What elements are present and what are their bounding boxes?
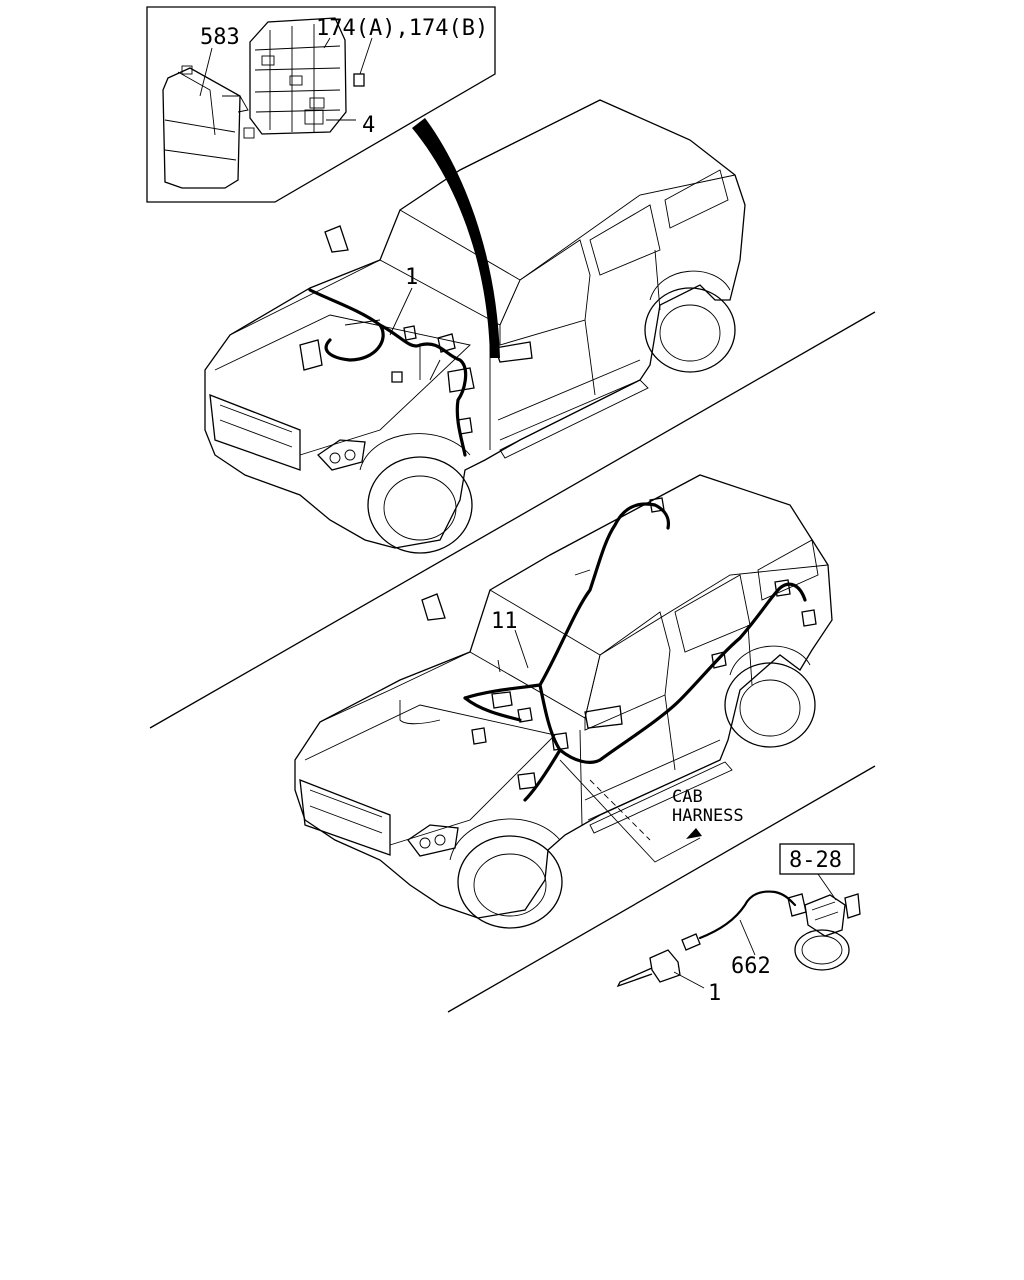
callout-174: 174(A),174(B) xyxy=(316,16,488,41)
fuse-box-cover xyxy=(162,65,249,189)
sensor: 1 xyxy=(616,949,721,1006)
vehicle-bottom: 11 CAB HARNESS xyxy=(294,474,833,929)
inset-pointer xyxy=(412,118,500,358)
fuse-clip xyxy=(353,73,365,87)
vehicle-top: 1 xyxy=(204,99,746,554)
fuse-block xyxy=(243,17,347,139)
callout-1-top: 1 xyxy=(405,265,418,290)
callout-1-bottom: 1 xyxy=(708,981,721,1006)
sensor-parts: 1 662 8-28 xyxy=(616,843,861,1006)
divider-1 xyxy=(149,311,876,729)
extension-harness: 662 xyxy=(681,890,807,979)
callout-583: 583 xyxy=(200,25,240,50)
ring-sensor-assembly xyxy=(794,893,861,971)
fuse-box-inset: 583 174(A),174(B) 4 xyxy=(146,6,496,203)
callout-4: 4 xyxy=(362,113,375,138)
callout-662: 662 xyxy=(731,954,771,979)
ref-page-box: 8-28 xyxy=(779,843,855,901)
cab-harness-label-line2: HARNESS xyxy=(672,806,744,826)
callout-11: 11 xyxy=(491,609,518,634)
divider-2 xyxy=(447,765,876,1013)
callout-8-28: 8-28 xyxy=(789,848,842,873)
cab-harness-label-line1: CAB xyxy=(672,787,703,807)
